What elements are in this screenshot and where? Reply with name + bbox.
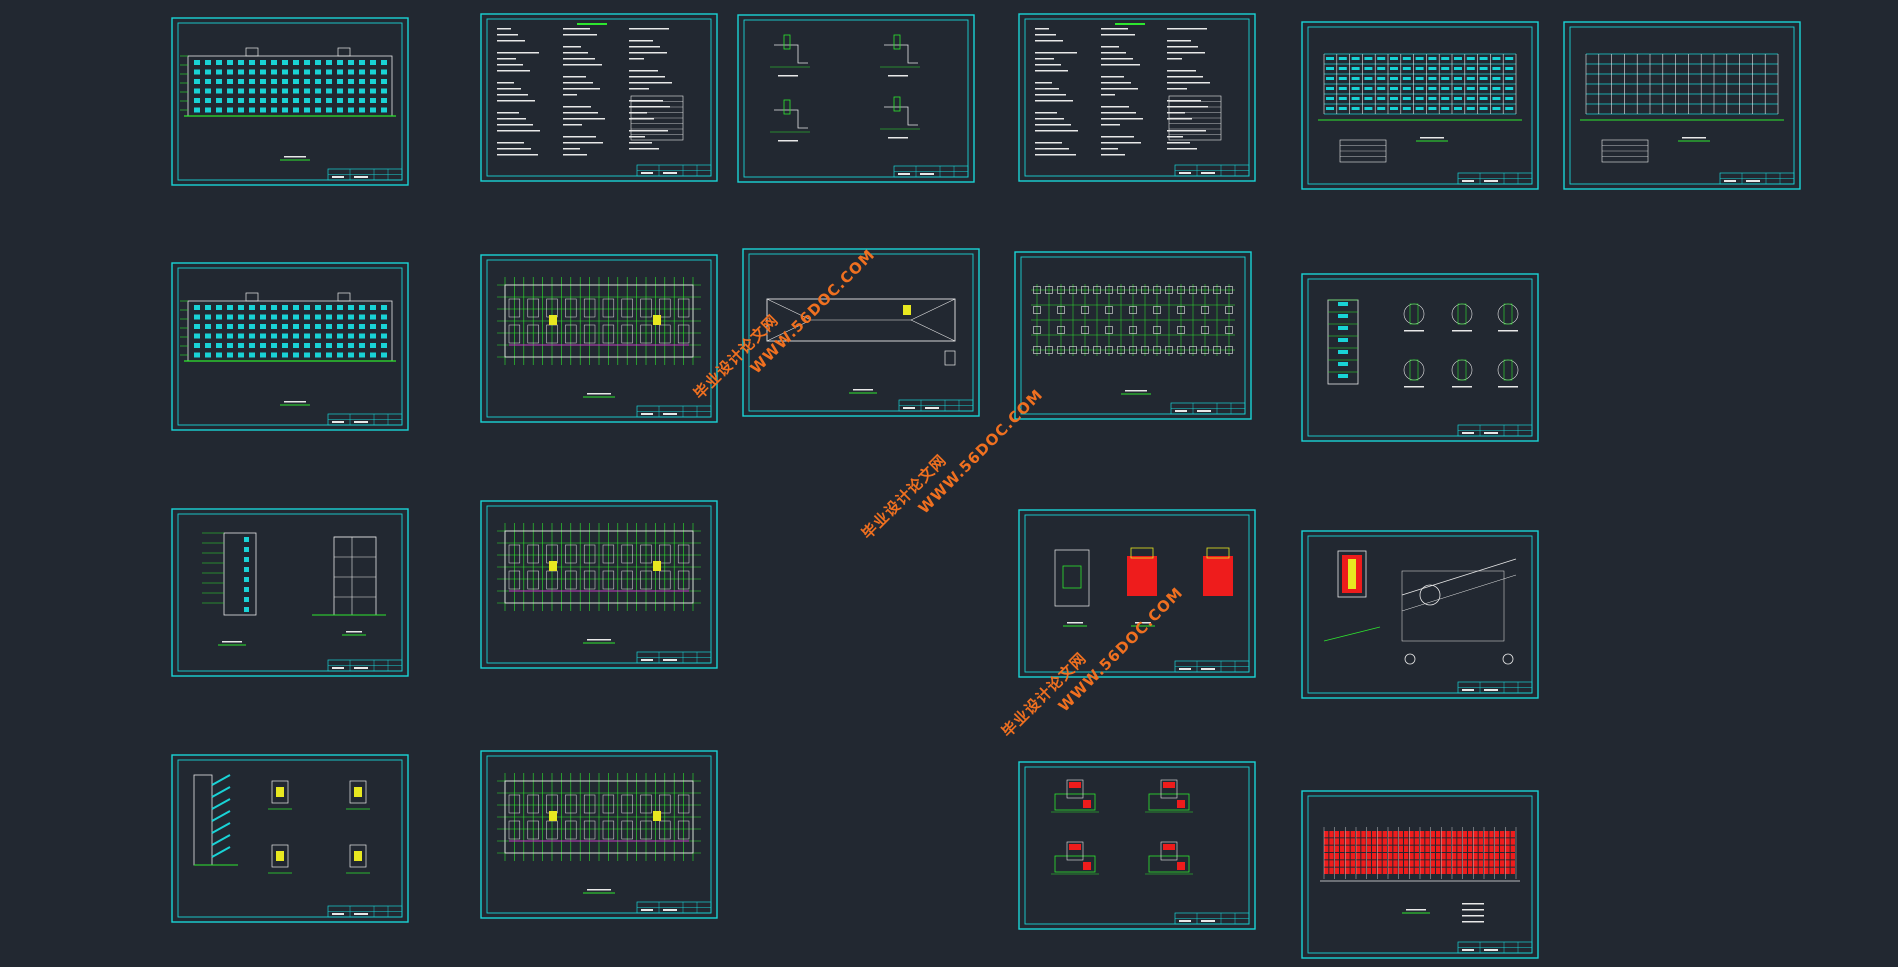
drawing-sheet-column-details[interactable] [1018,509,1256,678]
watermark-url-text: WWW.56DOC.COM [747,245,879,377]
title-block [636,651,712,664]
title-block [636,901,712,914]
title-block [636,164,712,177]
title-block [1457,681,1533,694]
title-block [898,399,974,412]
drawing-sheet-floor-plan[interactable] [480,500,718,669]
watermark-url-text: WWW.56DOC.COM [915,385,1047,517]
drawing-sheet-frame-grid-2[interactable] [1563,21,1801,190]
title-block [327,659,403,672]
drawing-sheet-floor-plan[interactable] [480,254,718,423]
drawing-sheet-foundation-plan[interactable] [1014,251,1252,420]
drawing-sheet-stair-details[interactable] [1301,530,1539,699]
title-block [1457,172,1533,185]
drawing-sheet-reinforcement-plan[interactable] [1301,790,1539,959]
drawing-sheet-footing-details[interactable] [1018,761,1256,930]
title-block [1174,660,1250,673]
drawing-sheet-roof-plan[interactable] [742,248,980,417]
drawing-sheet-text-notes[interactable] [480,13,718,182]
title-block [1457,941,1533,954]
drawing-sheet-section[interactable] [171,508,409,677]
watermark-url-text: WWW.56DOC.COM [1055,583,1187,715]
title-block [1170,402,1246,415]
drawing-sheet-frame-grid[interactable] [1301,21,1539,190]
title-block [327,413,403,426]
drawing-sheet-elevation[interactable] [171,262,409,431]
drawing-sheet-section-details[interactable] [1301,273,1539,442]
title-block [327,168,403,181]
title-block [636,405,712,418]
drawing-sheet-text-notes[interactable] [1018,13,1256,182]
title-block [1457,424,1533,437]
title-block [1174,164,1250,177]
drawing-sheet-details[interactable] [737,14,975,183]
title-block [1719,172,1795,185]
drawing-sheet-floor-plan[interactable] [480,750,718,919]
title-block [893,165,969,178]
drawing-sheet-elevation[interactable] [171,17,409,186]
title-block [1174,912,1250,925]
title-block [327,905,403,918]
drawing-sheet-stair-section[interactable] [171,754,409,923]
